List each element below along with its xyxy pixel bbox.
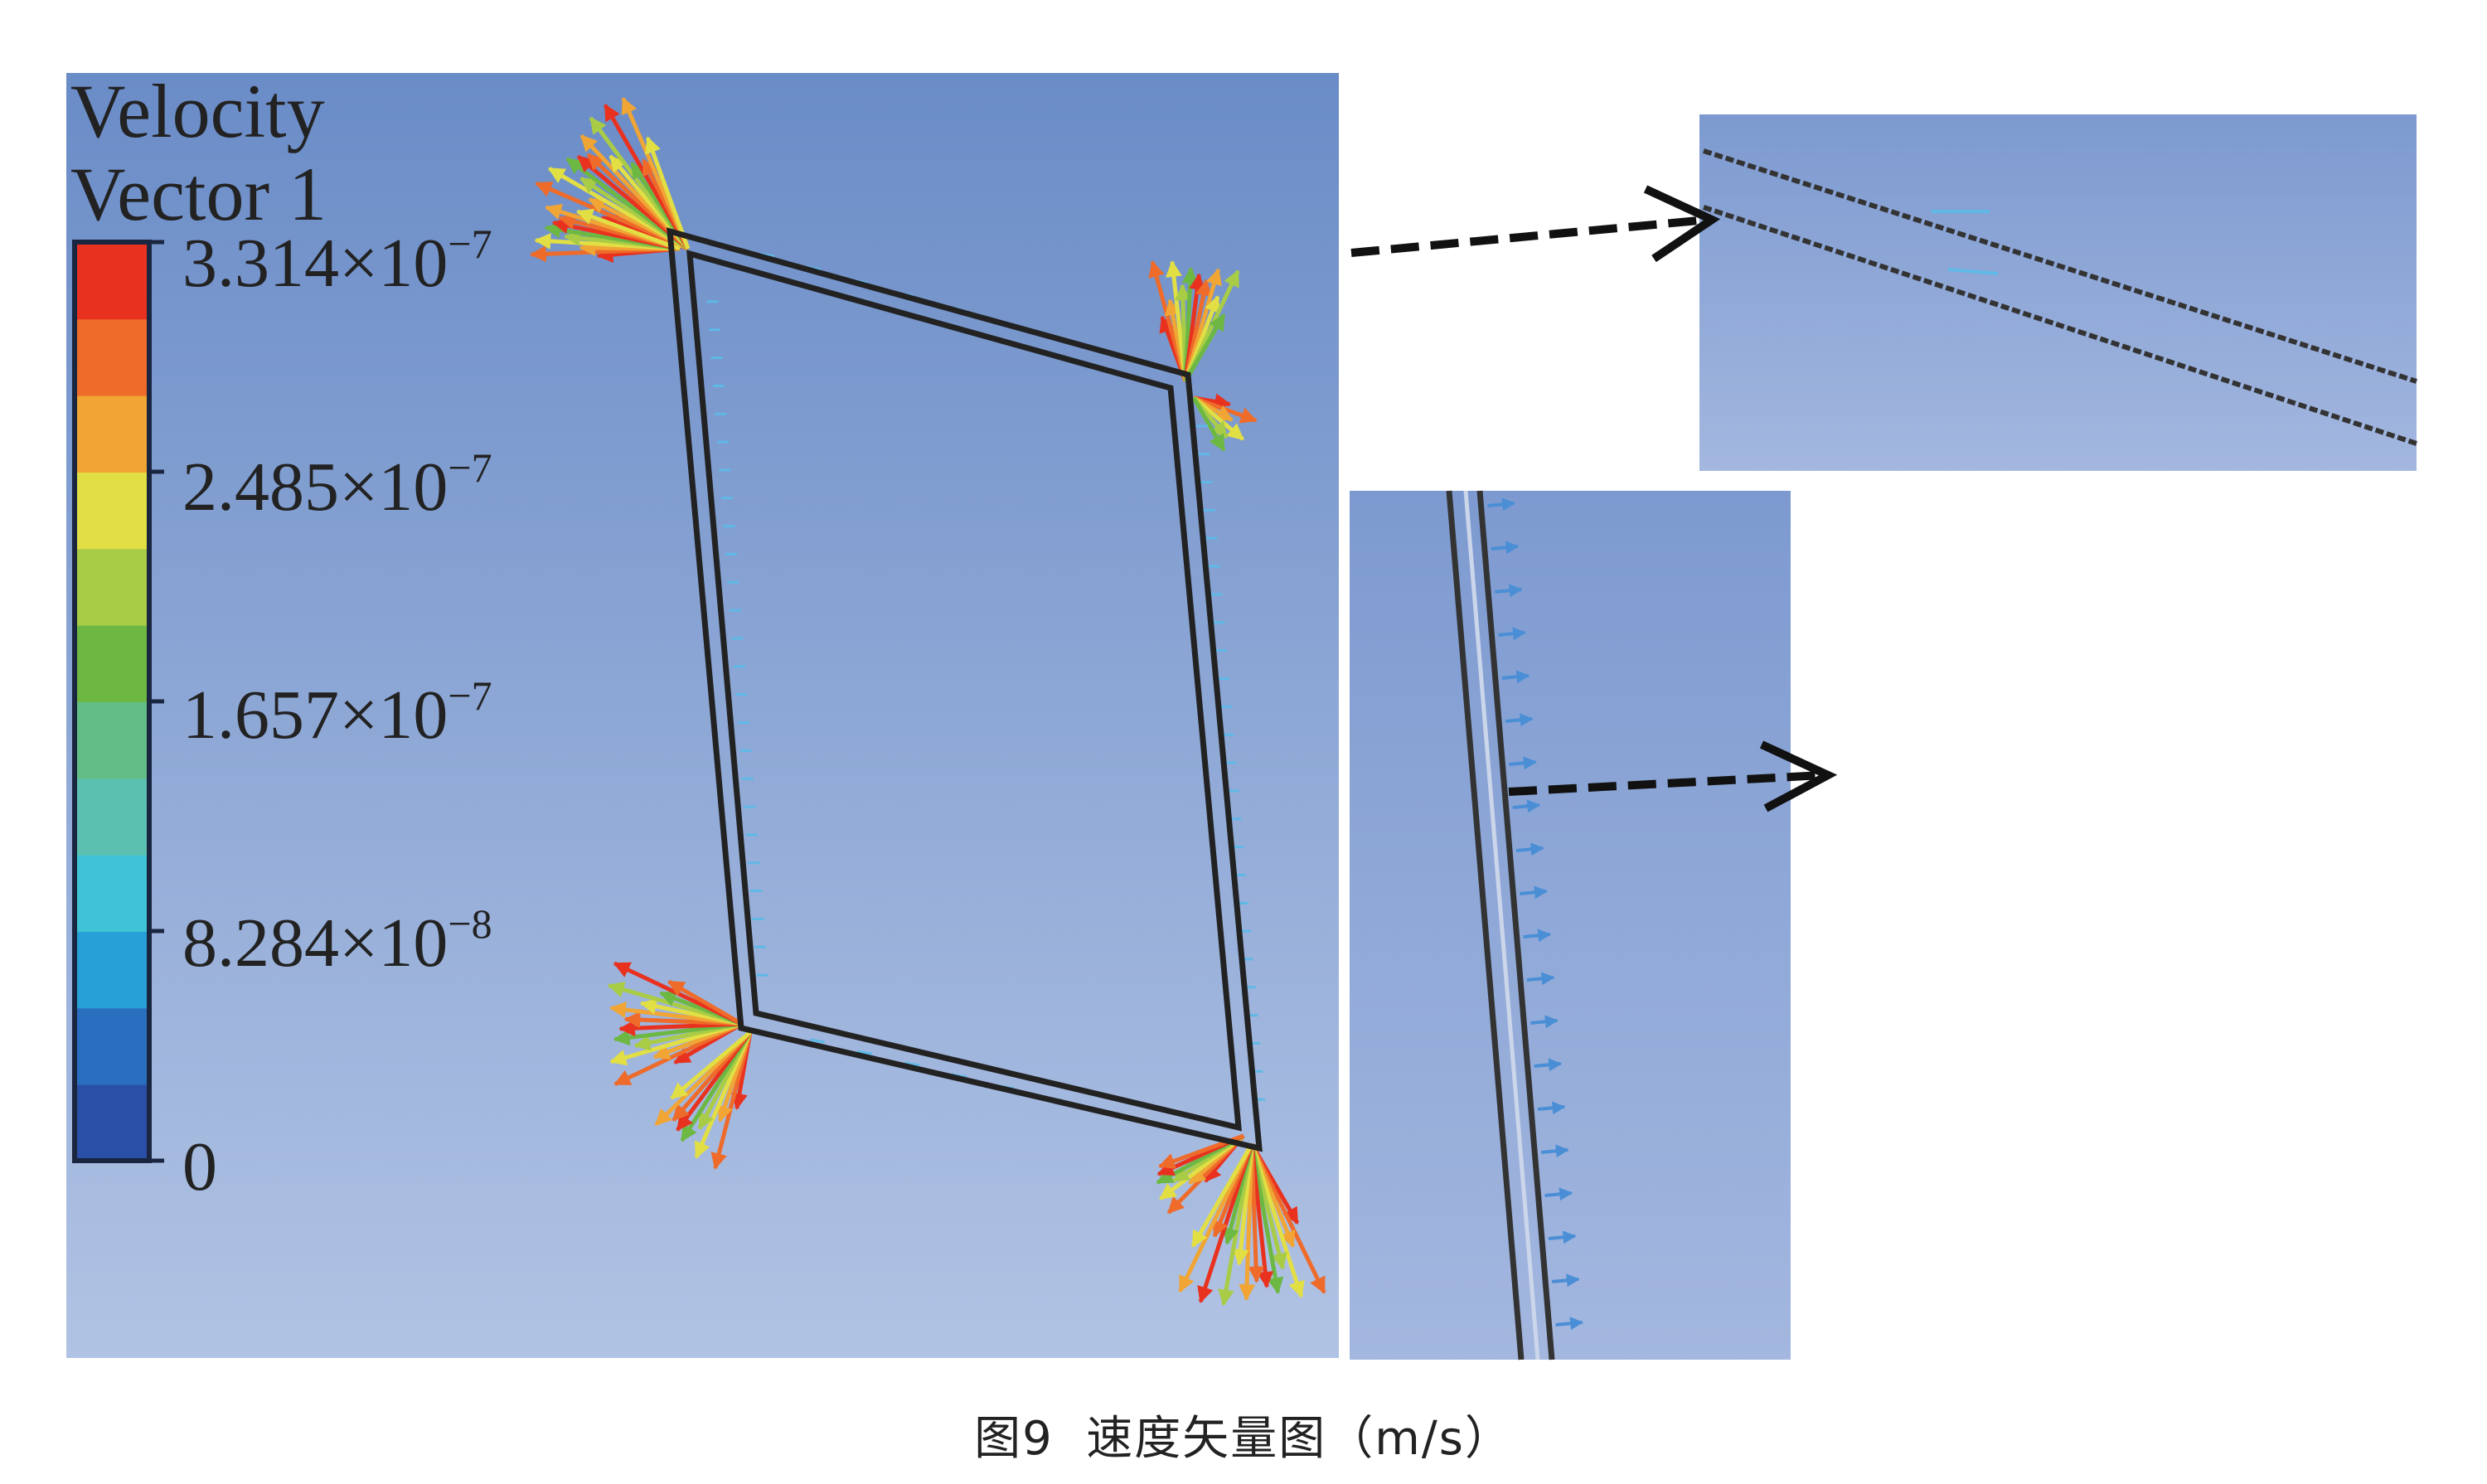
zoom-inset-top: [1699, 114, 2417, 471]
tick-label-2-mantissa: 2.485×10: [182, 449, 448, 526]
velocity-vector: [1491, 541, 1520, 555]
colorbar-segment: [75, 778, 149, 856]
velocity-vector: [1520, 885, 1548, 900]
tick-label-max-mantissa: 3.314×10: [182, 225, 448, 302]
colorbar: [72, 240, 164, 1163]
velocity-vector: [1190, 1142, 1254, 1248]
inset-top-vector: [1947, 268, 1999, 275]
tick-label-4-mantissa: 8.284×10: [182, 904, 448, 982]
velocity-vector: [1555, 1317, 1584, 1331]
inset-top-background: [1699, 114, 2417, 471]
inset-bottom-gap: [1463, 490, 1540, 1360]
velocity-vector: [904, 1061, 920, 1067]
velocity-vector: [1191, 396, 1226, 452]
velocity-vector: [1552, 1273, 1580, 1288]
inset-top-wall-2: [1703, 205, 2417, 446]
colorbar-segment: [75, 242, 149, 320]
colorbar-segment: [75, 1084, 149, 1161]
legend-title-line2: Vector 1: [70, 152, 327, 236]
velocity-vector: [1544, 1187, 1573, 1201]
velocity-vector: [1487, 497, 1516, 512]
velocity-vector: [1498, 627, 1527, 641]
velocity-vector: [856, 1050, 873, 1055]
velocity-vector: [1494, 584, 1523, 598]
tick-label-4-exponent: −8: [448, 900, 492, 947]
inset-bottom-background: [1350, 491, 1791, 1360]
velocity-vector: [1501, 670, 1530, 684]
callout-arrow-top: [1350, 185, 1721, 263]
velocity-vector: [1505, 713, 1534, 727]
inset-bottom-wall-2: [1476, 490, 1555, 1360]
tick-label-min: 0: [182, 1128, 217, 1205]
colorbar-segment: [75, 624, 149, 702]
velocity-vector: [1515, 842, 1544, 856]
legend-title-line1: Velocity: [70, 69, 325, 153]
tick-label-3-exponent: −7: [448, 672, 492, 719]
inset-bottom-vectors: [1487, 497, 1584, 1331]
main-panel: Velocity Vector 1 3.314×10−7 2.485×10−7 …: [66, 69, 1339, 1358]
inset-top-wall-1: [1703, 148, 2417, 384]
velocity-vector: [645, 136, 691, 250]
velocity-vector: [1526, 972, 1555, 986]
velocity-vector: [1512, 799, 1541, 813]
colorbar-segment: [75, 472, 149, 550]
velocity-vector: [809, 1038, 826, 1044]
velocity-vector: [670, 1031, 752, 1100]
frame-outer: [667, 227, 1263, 1152]
velocity-vector: [1530, 1015, 1559, 1029]
velocity-vector: [575, 208, 681, 251]
tick-label-4: 8.284×10−8: [182, 900, 492, 982]
velocity-vector: [1541, 1144, 1569, 1158]
colorbar-segment: [75, 701, 149, 779]
velocity-vector: [1183, 313, 1226, 383]
tick-label-3-mantissa: 1.657×10: [182, 677, 448, 754]
velocity-vector: [1537, 1101, 1566, 1115]
colorbar-tick-labels: 3.314×10−7 2.485×10−7 1.657×10−7 8.284×1…: [182, 221, 492, 1205]
velocity-vector: [1509, 756, 1537, 770]
frame-inner: [686, 250, 1242, 1132]
colorbar-segment: [75, 395, 149, 473]
zoom-inset-bottom: [1350, 490, 1791, 1360]
callout-arrow-bottom: [1508, 740, 1838, 812]
tick-label-3: 1.657×10−7: [182, 672, 492, 754]
velocity-vector: [1523, 929, 1552, 943]
tick-label-2-exponent: −7: [448, 444, 492, 491]
colorbar-segment: [75, 931, 149, 1009]
colorbar-segment: [75, 548, 149, 626]
tick-label-max-exponent: −7: [448, 221, 492, 267]
colorbar-segment: [75, 854, 149, 932]
inset-bottom-wall-1: [1446, 490, 1525, 1360]
tick-label-2: 2.485×10−7: [182, 444, 492, 526]
figure-caption: 图9 速度矢量图（m/s）: [974, 1412, 1513, 1466]
frame-outline: [667, 227, 1263, 1152]
velocity-vector: [667, 979, 744, 1026]
colorbar-segment: [75, 1007, 149, 1085]
velocity-vector: [1534, 1058, 1563, 1072]
colorbar-segment: [75, 318, 149, 396]
velocity-vector: [1548, 1230, 1577, 1244]
tick-label-max: 3.314×10−7: [182, 221, 492, 302]
